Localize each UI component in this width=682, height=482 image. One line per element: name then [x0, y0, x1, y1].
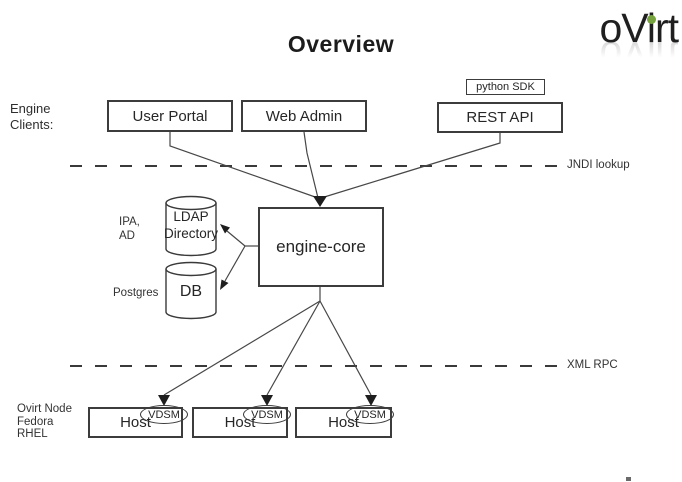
ovirt-logo: oVirt oVirt	[599, 5, 679, 80]
host1-arrowhead	[158, 395, 170, 406]
engine-core-box: engine-core	[258, 207, 384, 287]
page-title: Overview	[287, 31, 395, 57]
logo-green-dot-icon	[647, 15, 657, 24]
user-portal-box: User Portal	[107, 100, 233, 132]
ldap-arrowhead	[220, 224, 230, 234]
postgres-label: Postgres	[113, 287, 159, 299]
vdsm1-ellipse: VDSM	[140, 405, 188, 424]
python-sdk-label: python SDK	[476, 81, 535, 93]
user-portal-label: User Portal	[132, 107, 208, 125]
ovirt-logo-text: oVirt	[599, 5, 679, 51]
rest-api-box: REST API	[437, 102, 563, 133]
vdsm3-ellipse: VDSM	[346, 405, 394, 424]
python-sdk-badge: python SDK	[466, 79, 545, 95]
vdsm3-label: VDSM	[354, 408, 386, 421]
engine-core-label: engine-core	[276, 237, 366, 256]
ovirt-logo-wordmark: oVirt	[599, 5, 679, 51]
vdsm1-label: VDSM	[148, 408, 180, 421]
engine-to-host-connectors	[163, 287, 372, 396]
rest-api-label: REST API	[466, 109, 534, 126]
host3-arrowhead	[365, 395, 377, 406]
db-arrowhead	[220, 279, 229, 290]
host2-arrowhead	[261, 395, 273, 406]
xml-rpc-label: XML RPC	[567, 359, 618, 371]
jndi-lookup-label: JNDI lookup	[567, 159, 630, 171]
vdsm2-label: VDSM	[251, 408, 283, 421]
web-admin-box: Web Admin	[241, 100, 367, 132]
ipa-ad-label: IPA,AD	[119, 216, 140, 242]
db-label: DB	[179, 283, 203, 300]
engine-to-datastore-connectors	[224, 230, 258, 282]
ldap-cylinder	[165, 195, 217, 257]
ovirt-logo-reflection: oVirt	[599, 33, 678, 79]
page-number-artifact	[626, 477, 631, 481]
vdsm2-ellipse: VDSM	[243, 405, 291, 424]
db-cylinder	[165, 261, 217, 320]
engine-arrowhead	[313, 196, 327, 207]
web-admin-label: Web Admin	[265, 107, 343, 125]
